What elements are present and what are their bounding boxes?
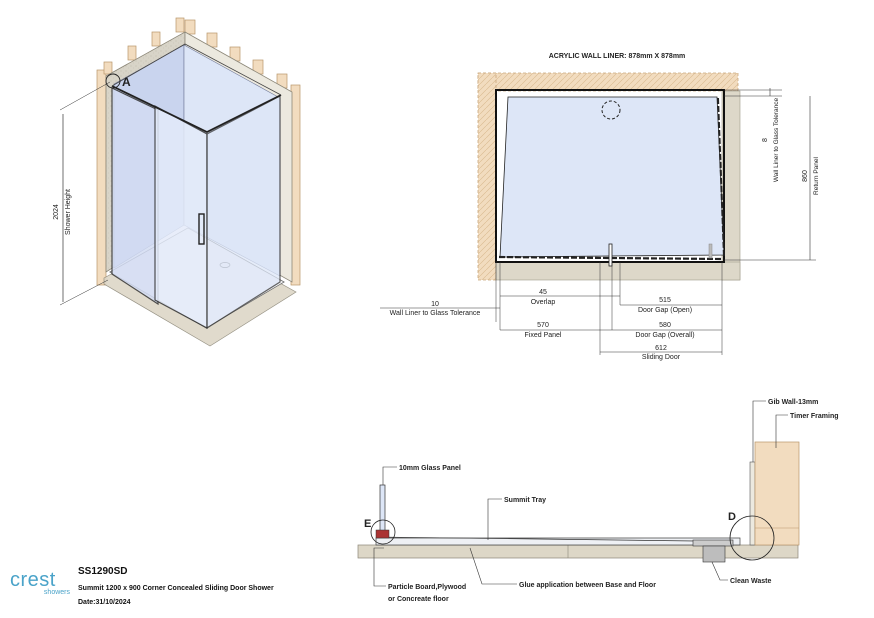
brand-name: crest [10,569,56,591]
drawing-date: Date:31/10/2024 [78,599,131,606]
plan-door-handle [608,243,613,267]
plan-shower-area [499,96,725,258]
top-rail-back [111,43,282,96]
section-glass-panel [379,484,386,538]
brand-logo: crest showers [10,570,70,596]
dim-612-value: 612 [655,345,667,352]
label-gib-wall: Gib Wall-13mm [768,399,818,406]
section-waste-flange [692,539,734,547]
door-handle [198,213,205,245]
height-label: Shower Height [65,189,72,235]
timber-studs-right [184,19,301,286]
section-gib-wall [749,461,756,546]
section-timber [754,441,800,546]
plan-timber-top [477,72,739,92]
plan-glass-bottom [498,255,723,261]
section-tray-fall [375,536,696,542]
plan-view: ACRYLIC WALL LINER: 878mm X 878mm 8 Wall… [380,53,820,361]
plan-return-hinge [708,243,713,259]
label-particle-board-1: Particle Board,Plywood [388,584,466,591]
dim-10-value: 10 [431,301,439,308]
section-view: E D 10mm Glass Panel Summit Tray Gib Wal… [357,399,839,603]
dim-515-label: Door Gap (Open) [638,307,692,314]
height-ext-bottom [59,279,109,306]
dim-8-label: Wall Liner to Glass Tolerance [773,98,780,183]
brand-subtitle: showers [43,589,70,596]
dim-570-value: 570 [537,322,549,329]
dim-570-label: Fixed Panel [525,332,562,339]
plan-glass-right [717,97,725,258]
dim-515-value: 515 [659,297,671,304]
dim-580-value: 580 [659,322,671,329]
detail-marker-e: E [364,518,371,530]
label-timber-framing: Timer Framing [790,413,839,420]
dim-45-value: 45 [539,289,547,296]
dim-860-value: 860 [802,170,809,182]
dim-10-label: Wall Liner to Glass Tolerance [390,310,481,317]
isometric-view: A 2024 Shower Height [53,17,301,347]
product-description: Summit 1200 x 900 Corner Concealed Slidi… [78,585,274,592]
dim-45-label: Overlap [531,299,556,306]
section-glass-channel [375,529,390,539]
plan-wall-bottom [495,261,741,281]
height-ext-top [59,81,111,111]
detail-marker-a-circle [105,73,121,89]
top-rail [111,85,282,134]
dim-612-label: Sliding Door [642,354,681,361]
product-code: SS1290SD [78,566,128,577]
label-glue: Glue application between Base and Floor [519,582,656,589]
detail-marker-e-circle [370,519,396,545]
plan-waste [601,100,621,120]
front-glass-fixed [111,87,159,306]
detail-marker-d: D [728,511,736,523]
dim-860-label: Return Panel [813,156,820,194]
section-leaders [373,400,788,587]
plan-timber-left [477,72,497,281]
section-tray [375,537,741,546]
detail-marker-d-circle [729,515,775,561]
height-value: 2024 [53,204,60,220]
section-waste-body [702,545,726,563]
label-glass-panel: 10mm Glass Panel [399,465,461,472]
label-particle-board-2: or Concreate floor [388,596,449,603]
plan-title: ACRYLIC WALL LINER: 878mm X 878mm [549,53,686,60]
dim-8-value: 8 [762,138,769,142]
dim-580-label: Door Gap (Overall) [635,332,694,339]
label-clean-waste: Clean Waste [730,578,771,585]
title-block: SS1290SD Summit 1200 x 900 Corner Concea… [78,566,438,606]
label-summit-tray: Summit Tray [504,497,546,504]
detail-marker-a: A [122,75,131,89]
